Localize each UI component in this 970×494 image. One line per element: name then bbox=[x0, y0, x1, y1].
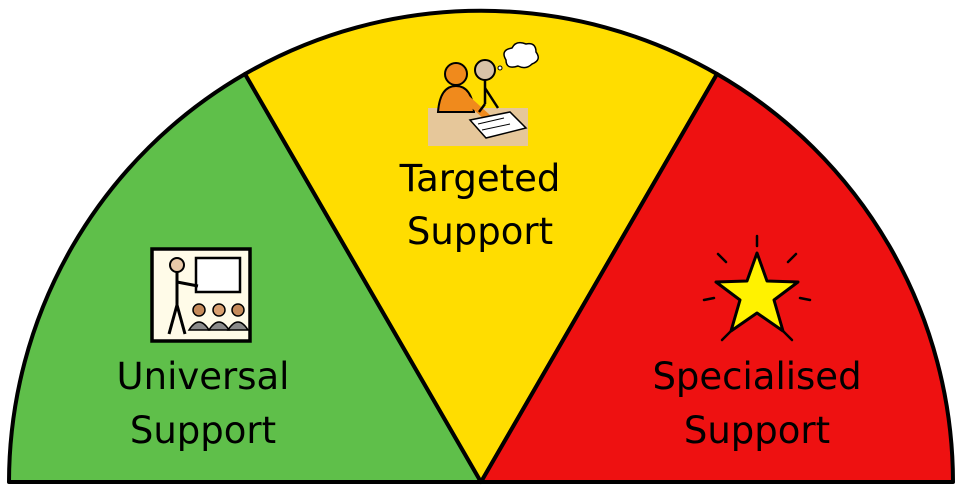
universal-label-line1: Universal bbox=[117, 355, 290, 398]
specialised-label-line2: Support bbox=[684, 409, 830, 452]
specialised-label-line1: Specialised bbox=[652, 355, 861, 398]
segment-specialised bbox=[479, 72, 955, 484]
universal-label-line2: Support bbox=[130, 409, 276, 452]
adult-helping-child-icon bbox=[428, 41, 539, 146]
targeted-label-line1: Targeted bbox=[399, 157, 561, 200]
teacher-classroom-icon bbox=[150, 247, 252, 343]
segment-targeted bbox=[243, 8, 719, 484]
targeted-label-line2: Support bbox=[407, 210, 553, 253]
star-icon bbox=[702, 234, 812, 342]
